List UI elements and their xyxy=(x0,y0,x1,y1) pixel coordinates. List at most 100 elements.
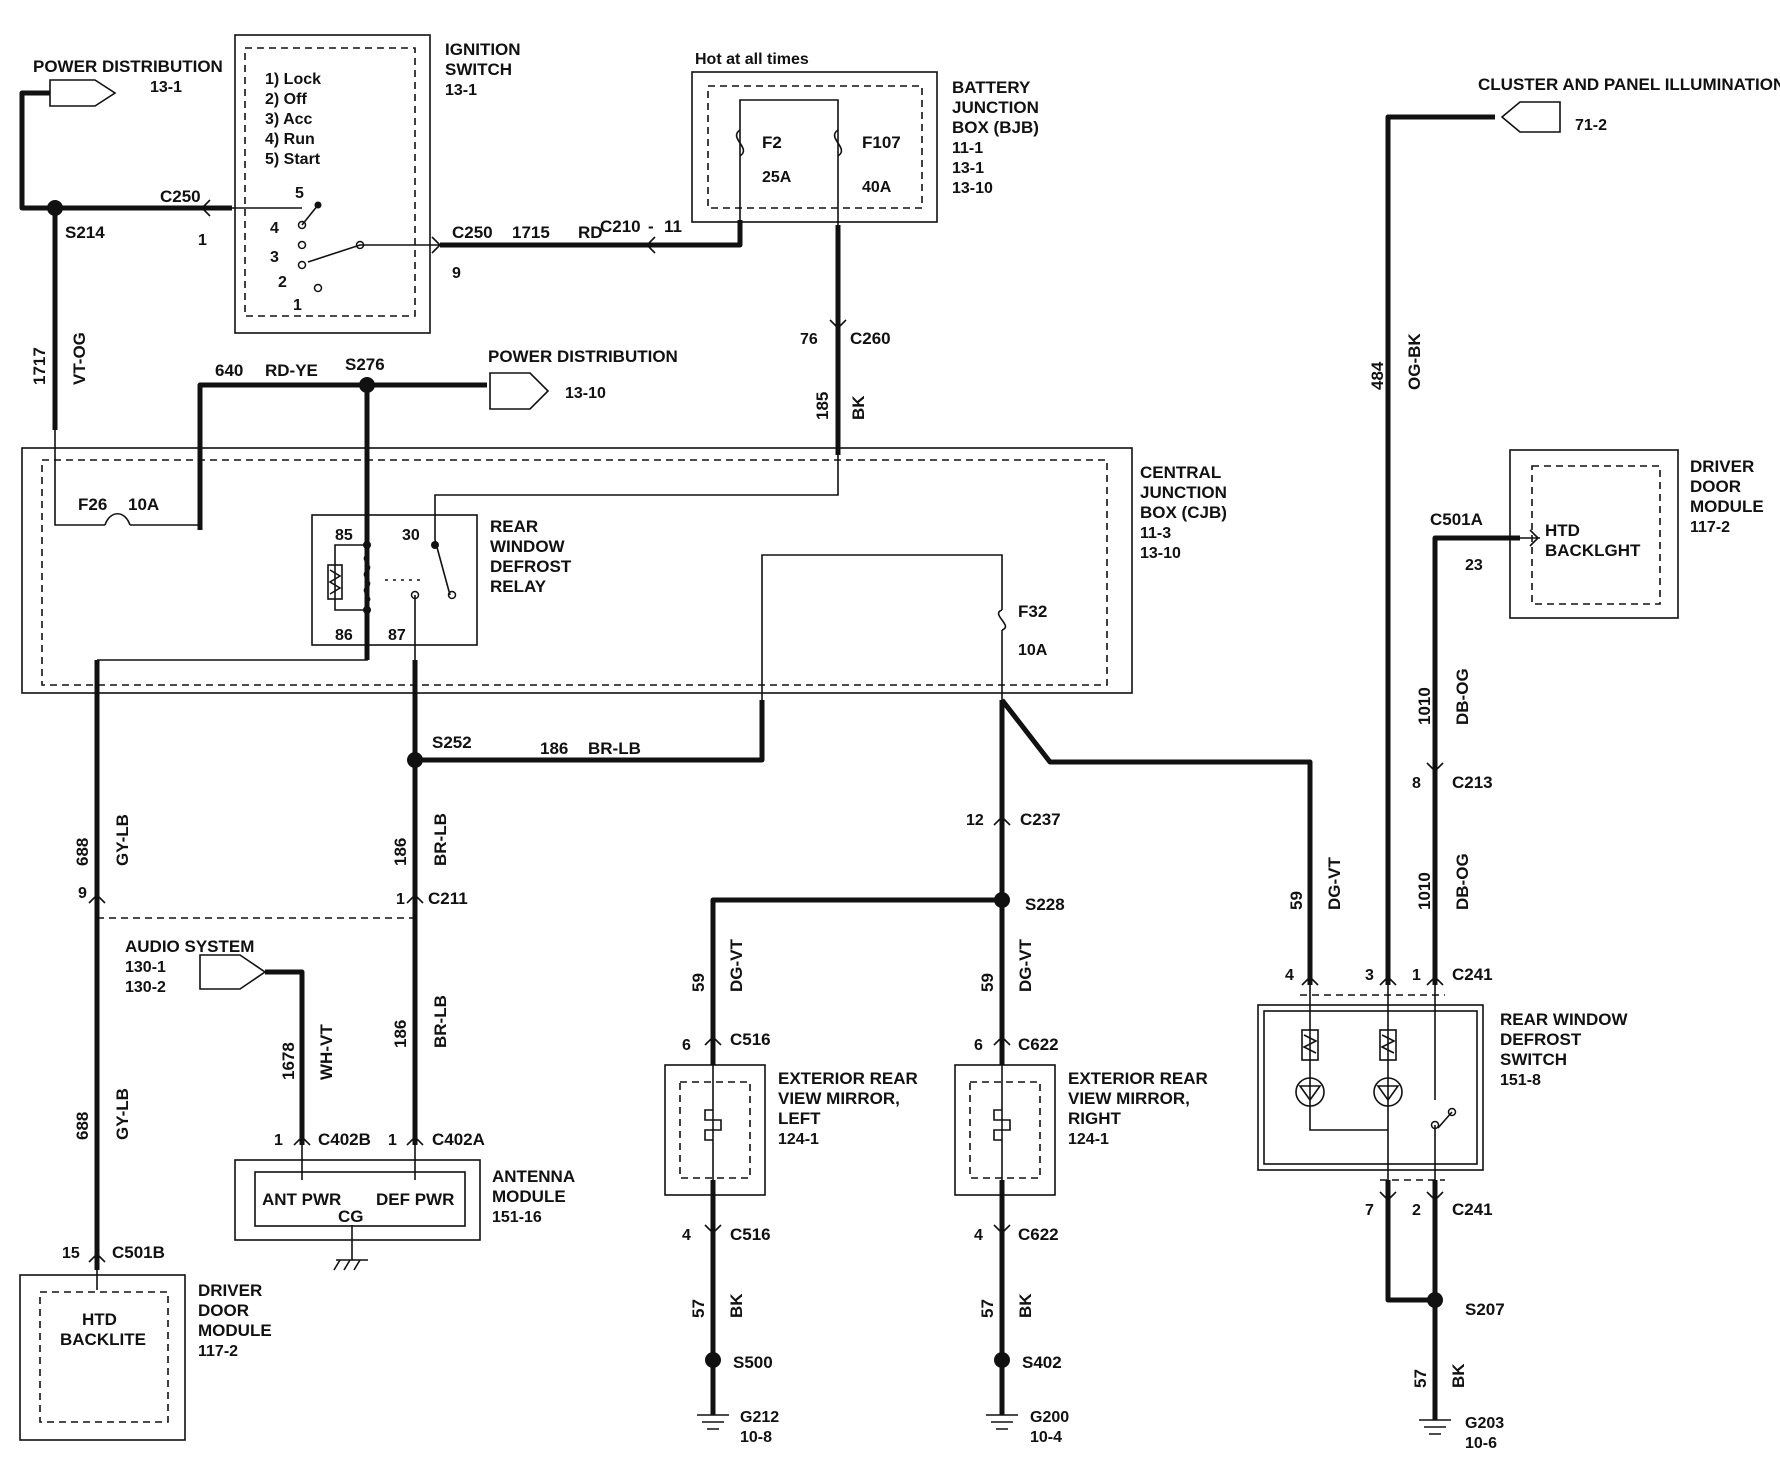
label-ddm-right-1: DRIVER xyxy=(1690,457,1754,476)
splices xyxy=(47,200,1443,1368)
label-c501b: C501B xyxy=(112,1243,165,1262)
label-ign-acc: 3) Acc xyxy=(265,111,313,128)
label-186-b: 186 xyxy=(391,838,410,866)
label-1010-a: 1010 xyxy=(1415,687,1434,725)
label-185: 185 xyxy=(813,392,832,420)
ddm-right-box xyxy=(1509,449,1679,619)
label-rd: RD xyxy=(578,223,603,242)
label-mirror-right-1: EXTERIOR REAR xyxy=(1068,1069,1208,1088)
label-c260-pin: 76 xyxy=(800,331,818,348)
page-flags xyxy=(49,79,1561,990)
label-1717: 1717 xyxy=(30,347,49,385)
label-c213: C213 xyxy=(1452,773,1493,792)
label-power-distribution-1-ref: 13-1 xyxy=(150,79,182,96)
label-rd-ye: RD-YE xyxy=(265,361,318,380)
label-cluster: CLUSTER AND PANEL ILLUMINATION xyxy=(1478,75,1780,94)
label-br-lb-b: BR-LB xyxy=(431,813,450,866)
mirror-left-box xyxy=(664,1064,766,1196)
label-gy-lb-a: GY-LB xyxy=(113,814,132,866)
label-dg-vt-a: DG-VT xyxy=(1325,857,1344,911)
label-cjb-5: 13-10 xyxy=(1140,545,1181,562)
label-s252: S252 xyxy=(432,733,472,752)
component-boxes xyxy=(19,34,1679,1441)
label-relay-1: REAR xyxy=(490,517,538,536)
label-ign-off: 2) Off xyxy=(265,91,307,108)
label-59-a: 59 xyxy=(1287,891,1306,910)
label-c210: C210 xyxy=(600,217,641,236)
label-c237: C237 xyxy=(1020,810,1061,829)
ground-g203 xyxy=(1419,1419,1451,1435)
label-f107: F107 xyxy=(862,133,901,152)
label-59-b: 59 xyxy=(689,973,708,992)
label-switch-3: SWITCH xyxy=(1500,1050,1567,1069)
connector-chevrons xyxy=(88,199,1540,1263)
label-c622-a-pin: 6 xyxy=(974,1037,983,1054)
label-cluster-ref: 71-2 xyxy=(1575,117,1607,134)
flag-cluster xyxy=(1500,101,1561,133)
label-cjb-4: 11-3 xyxy=(1140,525,1171,542)
label-f26: F26 xyxy=(78,495,107,514)
splice-s276 xyxy=(359,377,375,393)
wires xyxy=(19,90,1520,1420)
label-cjb-1: CENTRAL xyxy=(1140,463,1221,482)
label-db-og-a: DB-OG xyxy=(1453,668,1472,725)
label-switch-pin-7: 7 xyxy=(1365,1202,1374,1219)
label-antenna-2: MODULE xyxy=(492,1187,566,1206)
label-mirror-left-3: LEFT xyxy=(778,1109,821,1128)
label-c402b: C402B xyxy=(318,1130,371,1149)
cjb-box xyxy=(21,447,1133,694)
label-db-og-b: DB-OG xyxy=(1453,853,1472,910)
label-1715: 1715 xyxy=(512,223,550,242)
splice-s402 xyxy=(994,1352,1010,1368)
label-ant-pwr: ANT PWR xyxy=(262,1190,341,1209)
label-antenna-1: ANTENNA xyxy=(492,1167,575,1186)
fuse-f32 xyxy=(997,609,1007,631)
splice-s252 xyxy=(407,752,423,768)
label-power-distribution-2: POWER DISTRIBUTION xyxy=(488,347,678,366)
label-c213-pin: 8 xyxy=(1412,775,1421,792)
splice-s207 xyxy=(1427,1292,1443,1308)
label-g200: G200 xyxy=(1030,1409,1069,1426)
label-ign-start: 5) Start xyxy=(265,151,321,168)
label-bjb-6: 13-10 xyxy=(952,180,993,197)
label-ignition-ref: 13-1 xyxy=(445,82,477,99)
fuses xyxy=(104,129,1007,631)
label-mirror-left-2: VIEW MIRROR, xyxy=(778,1089,900,1108)
labels: POWER DISTRIBUTION 13-1 IGNITION SWITCH … xyxy=(30,40,1780,1452)
label-cjb-2: JUNCTION xyxy=(1140,483,1227,502)
label-ign-pin2: 2 xyxy=(278,274,287,291)
label-dg-vt-b: DG-VT xyxy=(727,939,746,993)
label-c516-a: C516 xyxy=(730,1030,771,1049)
label-mirror-left-4: 124-1 xyxy=(778,1131,819,1148)
label-mirror-right-3: RIGHT xyxy=(1068,1109,1122,1128)
label-switch-pin-4: 4 xyxy=(1285,967,1294,984)
fuse-f2 xyxy=(735,129,745,157)
label-dg-vt-c: DG-VT xyxy=(1016,939,1035,993)
ddm-left-box xyxy=(19,1274,186,1441)
label-c516-b-pin: 4 xyxy=(682,1227,691,1244)
fuse-f107 xyxy=(833,129,843,157)
label-c501a-pin: 23 xyxy=(1465,557,1483,574)
label-c210-pin: 11 xyxy=(664,217,682,236)
connector-dashes xyxy=(97,917,1445,1181)
label-cjb-3: BOX (CJB) xyxy=(1140,503,1227,522)
label-c211: C211 xyxy=(428,889,468,908)
label-audio-2: 130-1 xyxy=(125,959,166,976)
label-pin-9: 9 xyxy=(78,885,87,902)
label-c250-b-pin: 9 xyxy=(452,265,461,282)
label-f2-amp: 25A xyxy=(762,169,792,186)
flag-power-dist-1 xyxy=(49,79,117,107)
label-ddm-left-4: 117-2 xyxy=(198,1343,238,1360)
label-relay-4: RELAY xyxy=(490,577,547,596)
label-antenna-3: 151-16 xyxy=(492,1209,542,1226)
label-switch-pin-2: 2 xyxy=(1412,1202,1421,1219)
label-ddm-left-3: MODULE xyxy=(198,1321,272,1340)
label-c210-dash: - xyxy=(648,217,654,236)
relay-internals xyxy=(327,541,457,614)
label-c402a-pin: 1 xyxy=(388,1132,397,1149)
label-57-b: 57 xyxy=(978,1299,997,1318)
label-switch-2: DEFROST xyxy=(1500,1030,1582,1049)
label-relay-85: 85 xyxy=(335,527,353,544)
label-power-distribution-2-ref: 13-10 xyxy=(565,385,606,402)
